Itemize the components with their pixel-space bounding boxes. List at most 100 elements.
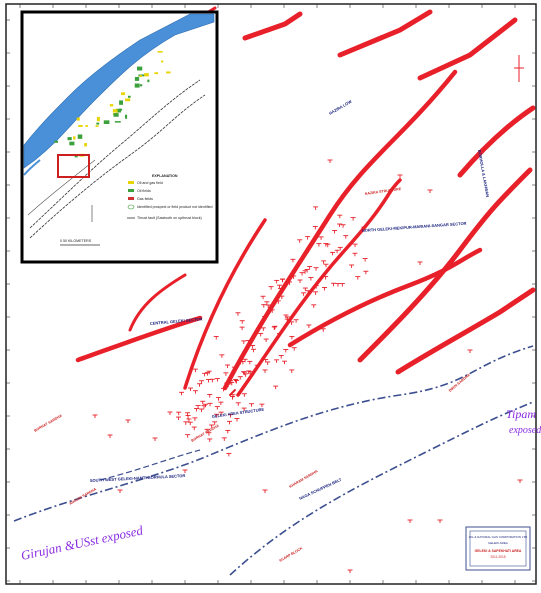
legend-item-0: Oil and gas field bbox=[137, 181, 163, 185]
well-marker bbox=[321, 260, 327, 264]
well-marker bbox=[273, 385, 279, 390]
well-marker bbox=[249, 403, 255, 407]
inset-field bbox=[134, 76, 140, 81]
well-marker bbox=[331, 282, 337, 287]
well-marker bbox=[176, 411, 182, 416]
well-marker bbox=[92, 414, 98, 418]
well-marker bbox=[291, 347, 297, 351]
well-marker bbox=[200, 400, 206, 405]
well-marker bbox=[240, 360, 246, 365]
well-marker bbox=[271, 326, 277, 330]
inset-field-markers bbox=[54, 51, 171, 158]
graticule-ticks bbox=[6, 4, 536, 584]
well-marker bbox=[361, 226, 367, 231]
inset-field bbox=[67, 137, 72, 141]
well-marker bbox=[275, 300, 281, 304]
well-marker bbox=[225, 364, 231, 369]
well-marker bbox=[280, 278, 286, 282]
well-marker bbox=[207, 402, 213, 407]
fault-top-right bbox=[417, 17, 518, 81]
well-marker bbox=[241, 407, 247, 412]
fault-top-1 bbox=[242, 11, 303, 41]
fault-center bbox=[183, 218, 267, 390]
well-marker bbox=[231, 366, 237, 371]
well-marker bbox=[302, 287, 308, 292]
well-marker bbox=[247, 360, 253, 365]
fault-mid-right bbox=[287, 247, 483, 348]
well-marker bbox=[289, 369, 295, 373]
legend-swatch-oil-gas bbox=[128, 181, 134, 184]
well-marker bbox=[289, 321, 295, 325]
well-marker bbox=[225, 429, 231, 434]
thrust-line-middle bbox=[229, 401, 534, 576]
well-marker bbox=[223, 372, 229, 376]
well-marker bbox=[192, 417, 198, 421]
inset-field bbox=[105, 121, 108, 124]
well-marker bbox=[192, 390, 198, 394]
inset-field bbox=[112, 109, 118, 113]
inset-field bbox=[96, 122, 100, 125]
label-tipam-exposed: exposed bbox=[509, 425, 541, 436]
faults bbox=[75, 6, 536, 397]
inset-field bbox=[121, 92, 126, 96]
inset-field bbox=[157, 51, 163, 53]
well-marker bbox=[201, 405, 207, 409]
label-tipam: Tipam bbox=[506, 407, 536, 421]
well-marker bbox=[260, 295, 266, 300]
well-marker bbox=[221, 437, 227, 441]
well-marker bbox=[325, 243, 331, 248]
well-marker bbox=[224, 382, 230, 387]
well-marker bbox=[207, 394, 213, 398]
well-marker bbox=[269, 309, 275, 313]
well-marker bbox=[313, 267, 319, 271]
well-marker bbox=[397, 174, 403, 178]
well-marker bbox=[363, 270, 369, 275]
well-marker bbox=[323, 275, 329, 280]
well-marker bbox=[337, 246, 343, 251]
well-marker bbox=[258, 332, 264, 337]
well-marker bbox=[305, 236, 311, 240]
well-marker bbox=[278, 355, 284, 359]
well-marker bbox=[262, 489, 268, 493]
well-marker bbox=[307, 265, 313, 270]
inset-study-area-box bbox=[57, 154, 90, 178]
legend-swatch-prospect bbox=[127, 204, 135, 210]
well-marker bbox=[250, 345, 256, 349]
inset-field bbox=[85, 125, 88, 128]
well-marker bbox=[349, 264, 355, 268]
well-marker bbox=[350, 217, 356, 221]
fault-top-2 bbox=[337, 9, 433, 58]
well-marker bbox=[282, 360, 288, 365]
inset-field bbox=[78, 125, 83, 127]
well-marker bbox=[179, 391, 185, 396]
well-marker bbox=[264, 301, 270, 305]
well-marker bbox=[167, 411, 173, 415]
well-marker bbox=[277, 284, 283, 289]
well-markers bbox=[92, 159, 523, 573]
well-marker bbox=[322, 287, 328, 291]
well-marker bbox=[218, 401, 224, 406]
well-marker bbox=[362, 258, 368, 262]
inset-thrust-3 bbox=[27, 159, 96, 216]
well-marker bbox=[305, 290, 311, 294]
well-marker bbox=[214, 413, 220, 418]
well-marker bbox=[274, 279, 280, 284]
well-marker bbox=[437, 519, 443, 523]
thrust-line-lower bbox=[13, 345, 534, 522]
well-marker bbox=[219, 354, 225, 358]
fault-right-long bbox=[357, 167, 533, 363]
well-marker bbox=[261, 304, 267, 308]
well-marker bbox=[107, 434, 113, 438]
well-marker bbox=[206, 432, 212, 436]
well-marker bbox=[214, 378, 220, 382]
well-marker bbox=[205, 372, 211, 376]
well-marker bbox=[218, 411, 224, 416]
well-marker bbox=[234, 380, 240, 384]
well-marker bbox=[297, 260, 303, 265]
well-marker bbox=[268, 286, 274, 290]
inset-field bbox=[118, 108, 123, 111]
well-marker bbox=[251, 348, 257, 353]
well-marker bbox=[306, 324, 312, 328]
inset-field bbox=[114, 121, 121, 123]
legend-item-3: Identified prospect or field product not… bbox=[137, 205, 213, 209]
